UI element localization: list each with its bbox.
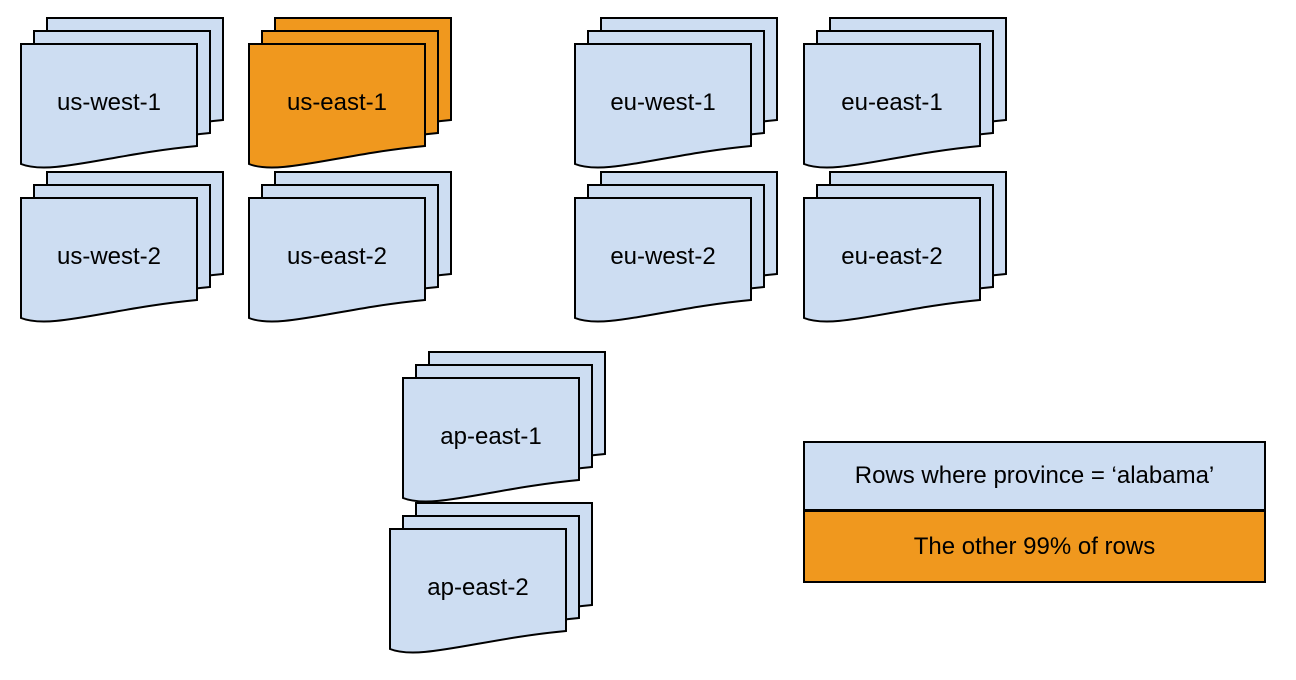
region-label: us-west-2: [57, 243, 161, 270]
region-label: us-east-2: [287, 243, 387, 270]
legend-item-label: The other 99% of rows: [913, 532, 1156, 560]
region-stack-eu-west-1: eu-west-1: [574, 17, 780, 177]
region-stack-us-west-2: us-west-2: [20, 171, 226, 331]
legend-item-other-rows: The other 99% of rows: [805, 512, 1264, 581]
region-stack-us-west-1: us-west-1: [20, 17, 226, 177]
region-label: ap-east-2: [427, 574, 528, 601]
region-stack-eu-west-2: eu-west-2: [574, 171, 780, 331]
region-label: eu-east-2: [841, 243, 942, 270]
region-label: eu-west-2: [610, 243, 715, 270]
legend-item-label: Rows where province = ‘alabama’: [854, 462, 1215, 489]
region-stack-eu-east-2: eu-east-2: [803, 171, 1009, 331]
region-label: us-east-1: [287, 89, 387, 116]
region-stack-ap-east-2: ap-east-2: [389, 502, 595, 662]
region-stack-eu-east-1: eu-east-1: [803, 17, 1009, 177]
legend-item-alabama-rows: Rows where province = ‘alabama’: [805, 443, 1264, 512]
region-label: eu-west-1: [610, 89, 715, 116]
region-label: ap-east-1: [440, 423, 541, 450]
region-stack-us-east-1: us-east-1: [248, 17, 454, 177]
region-label: eu-east-1: [841, 89, 942, 116]
region-label: us-west-1: [57, 89, 161, 116]
legend: Rows where province = ‘alabama’ The othe…: [803, 441, 1266, 583]
region-stack-ap-east-1: ap-east-1: [402, 351, 608, 511]
region-stack-us-east-2: us-east-2: [248, 171, 454, 331]
